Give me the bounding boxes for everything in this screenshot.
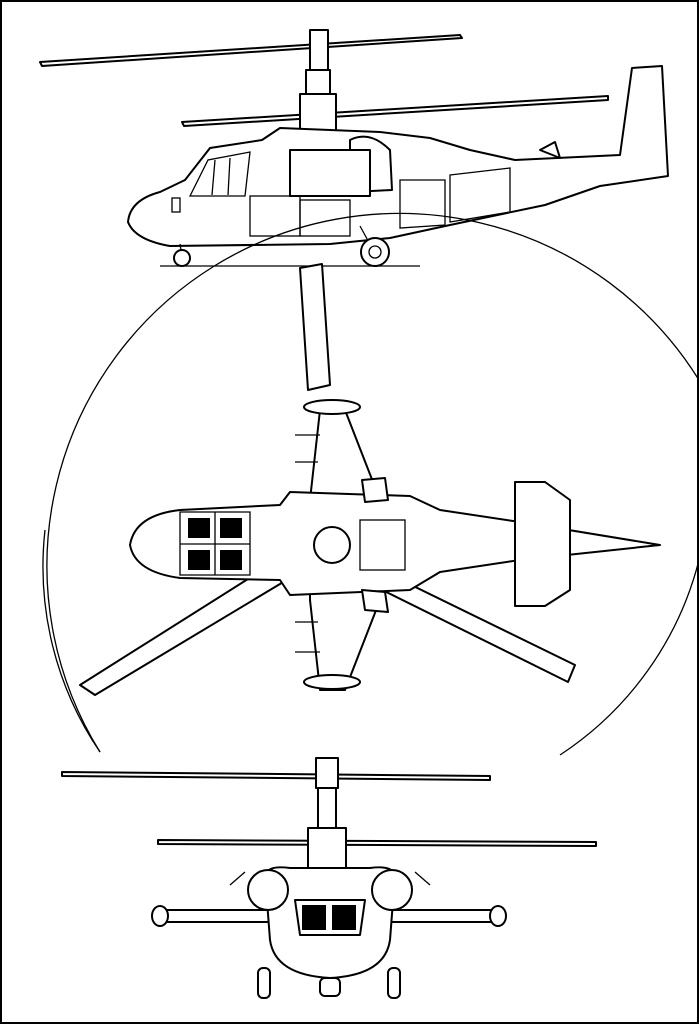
front-wingtip-left [151, 905, 169, 927]
front-wheel-right [387, 967, 401, 999]
side-panel-3 [399, 179, 446, 229]
upper-hub [309, 29, 329, 71]
engine-exhausts [361, 477, 389, 613]
front-wingtip-right [489, 905, 507, 927]
main-wheel-hub [368, 245, 382, 259]
front-mast [317, 787, 337, 829]
wingtip-pod-top [303, 399, 361, 415]
rotor-disc-arc-top [46, 212, 699, 753]
side-panel-4 [449, 167, 511, 223]
tail-stabilizer [539, 141, 561, 159]
canopy-glass-3 [188, 550, 210, 570]
rotor-blade-forward [299, 263, 331, 391]
rotor-disc-arc-left [42, 529, 101, 753]
front-lower-rotor [157, 839, 597, 847]
top-view [42, 212, 699, 756]
front-upper-rotor [61, 771, 491, 781]
nose-detail [171, 197, 181, 213]
nose-wheel [173, 249, 191, 267]
engine-nacelle [289, 149, 371, 197]
canopy-glass-2 [220, 518, 242, 538]
weapon-pylons [295, 434, 320, 653]
fuselage-top [129, 491, 661, 596]
wingtip-pod-bottom [303, 674, 361, 690]
front-view [61, 757, 597, 999]
front-engine-left [247, 869, 289, 911]
front-nose-wheel [319, 977, 341, 997]
rotor-mast [305, 69, 331, 95]
front-glass-right [332, 905, 356, 930]
front-wheel-left [257, 967, 271, 999]
side-panel-2 [299, 199, 351, 237]
canopy-glass-1 [188, 518, 210, 538]
cockpit-top [179, 511, 251, 576]
rotor-hub-top [313, 526, 351, 564]
front-engine-right [371, 869, 413, 911]
front-lower-hub [307, 827, 347, 869]
horizontal-stabilizer [514, 481, 571, 607]
side-view [39, 29, 669, 267]
cockpit-canopy [188, 151, 251, 197]
lower-rotor-blade [181, 95, 609, 127]
avionics-bay [359, 519, 406, 571]
canopy-frames [211, 157, 231, 196]
engine-fairings [229, 871, 431, 886]
front-glass-left [302, 905, 326, 930]
front-upper-hub [315, 757, 339, 789]
fuselage [127, 65, 669, 247]
canopy-glass-4 [220, 550, 242, 570]
main-wheel [360, 237, 390, 267]
rotor-disc-arc-right [559, 559, 699, 756]
